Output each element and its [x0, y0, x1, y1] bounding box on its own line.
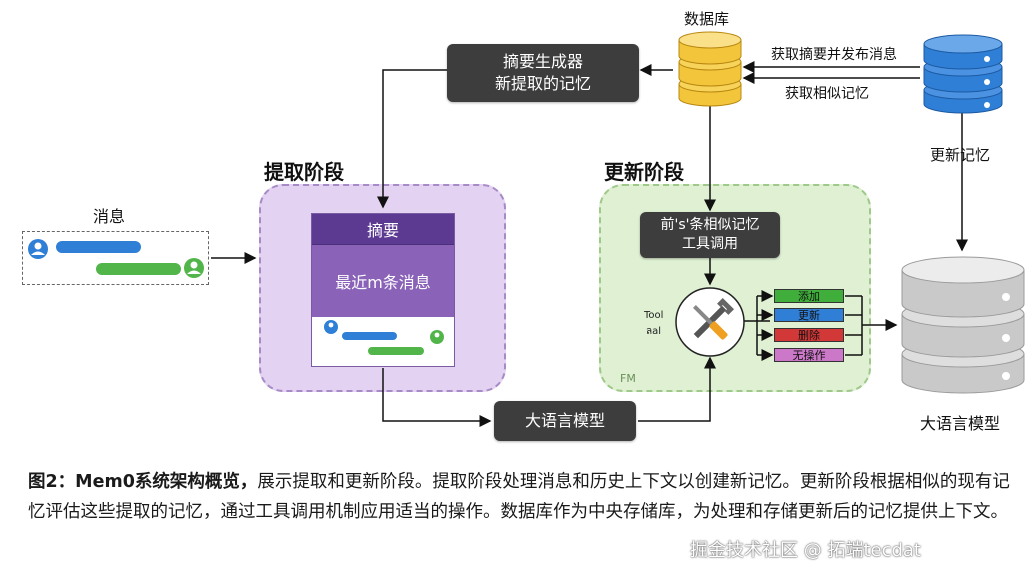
tool-label: Tool: [644, 310, 664, 321]
caption-title: 图2：Mem0系统架构概览，: [28, 472, 258, 492]
message-box: [22, 231, 209, 285]
database-label: 数据库: [684, 10, 730, 28]
op-update: 更新: [774, 308, 844, 322]
assistant-bubble: [96, 263, 181, 275]
connector-lines: [211, 61, 968, 427]
tool-call-line1: 前's'条相似记忆: [660, 217, 760, 233]
fetch-similar-label: 获取相似记忆: [785, 86, 869, 102]
card-chat-preview: [324, 320, 444, 355]
figure-caption: 图2：Mem0系统架构概览，展示提取和更新阶段。提取阶段处理消息和历史上下文以创…: [28, 467, 1013, 527]
extract-phase-title: 提取阶段: [264, 160, 344, 184]
llm-box: 大语言模型: [494, 401, 636, 441]
memory-storage-icon: [923, 34, 1003, 114]
llm-storage-icon: [901, 256, 1025, 394]
card-recent-messages: 最近m条消息: [312, 244, 454, 317]
summary-generator-box: 摘要生成器 新提取的记忆: [447, 44, 639, 102]
message-label: 消息: [93, 207, 126, 226]
summary-generator-line1: 摘要生成器: [502, 52, 583, 71]
llm-box-label: 大语言模型: [524, 411, 605, 430]
fm-label: FM: [620, 372, 636, 385]
op-noop: 无操作: [774, 348, 844, 362]
chat-bubbles: [28, 239, 204, 278]
op-delete: 删除: [774, 328, 844, 342]
wrench-screwdriver-icon: [675, 287, 745, 357]
op-add: 添加: [774, 289, 844, 303]
update-phase-title: 更新阶段: [604, 160, 684, 184]
database-icon: [678, 31, 742, 107]
tool-call-box: 前's'条相似记忆 工具调用: [640, 212, 780, 258]
fetch-publish-label: 获取摘要并发布消息: [771, 47, 897, 63]
summary-card: 摘要 最近m条消息: [311, 213, 455, 367]
update-memory-label: 更新记忆: [930, 146, 991, 164]
caption-text: 展示提取和更新阶段。提取阶段处理消息和历史上下文以创建新记忆。更新阶段根据相似的…: [28, 472, 1010, 522]
tool-call-line2: 工具调用: [682, 236, 738, 252]
llm-storage-label: 大语言模型: [920, 414, 1001, 433]
user-bubble: [56, 241, 141, 253]
watermark: 掘金技术社区 @ 拓端tecdat: [690, 540, 921, 561]
tool-sublabel: ลal: [646, 326, 662, 337]
card-summary-header: 摘要: [312, 214, 454, 244]
summary-generator-line2: 新提取的记忆: [494, 74, 591, 93]
